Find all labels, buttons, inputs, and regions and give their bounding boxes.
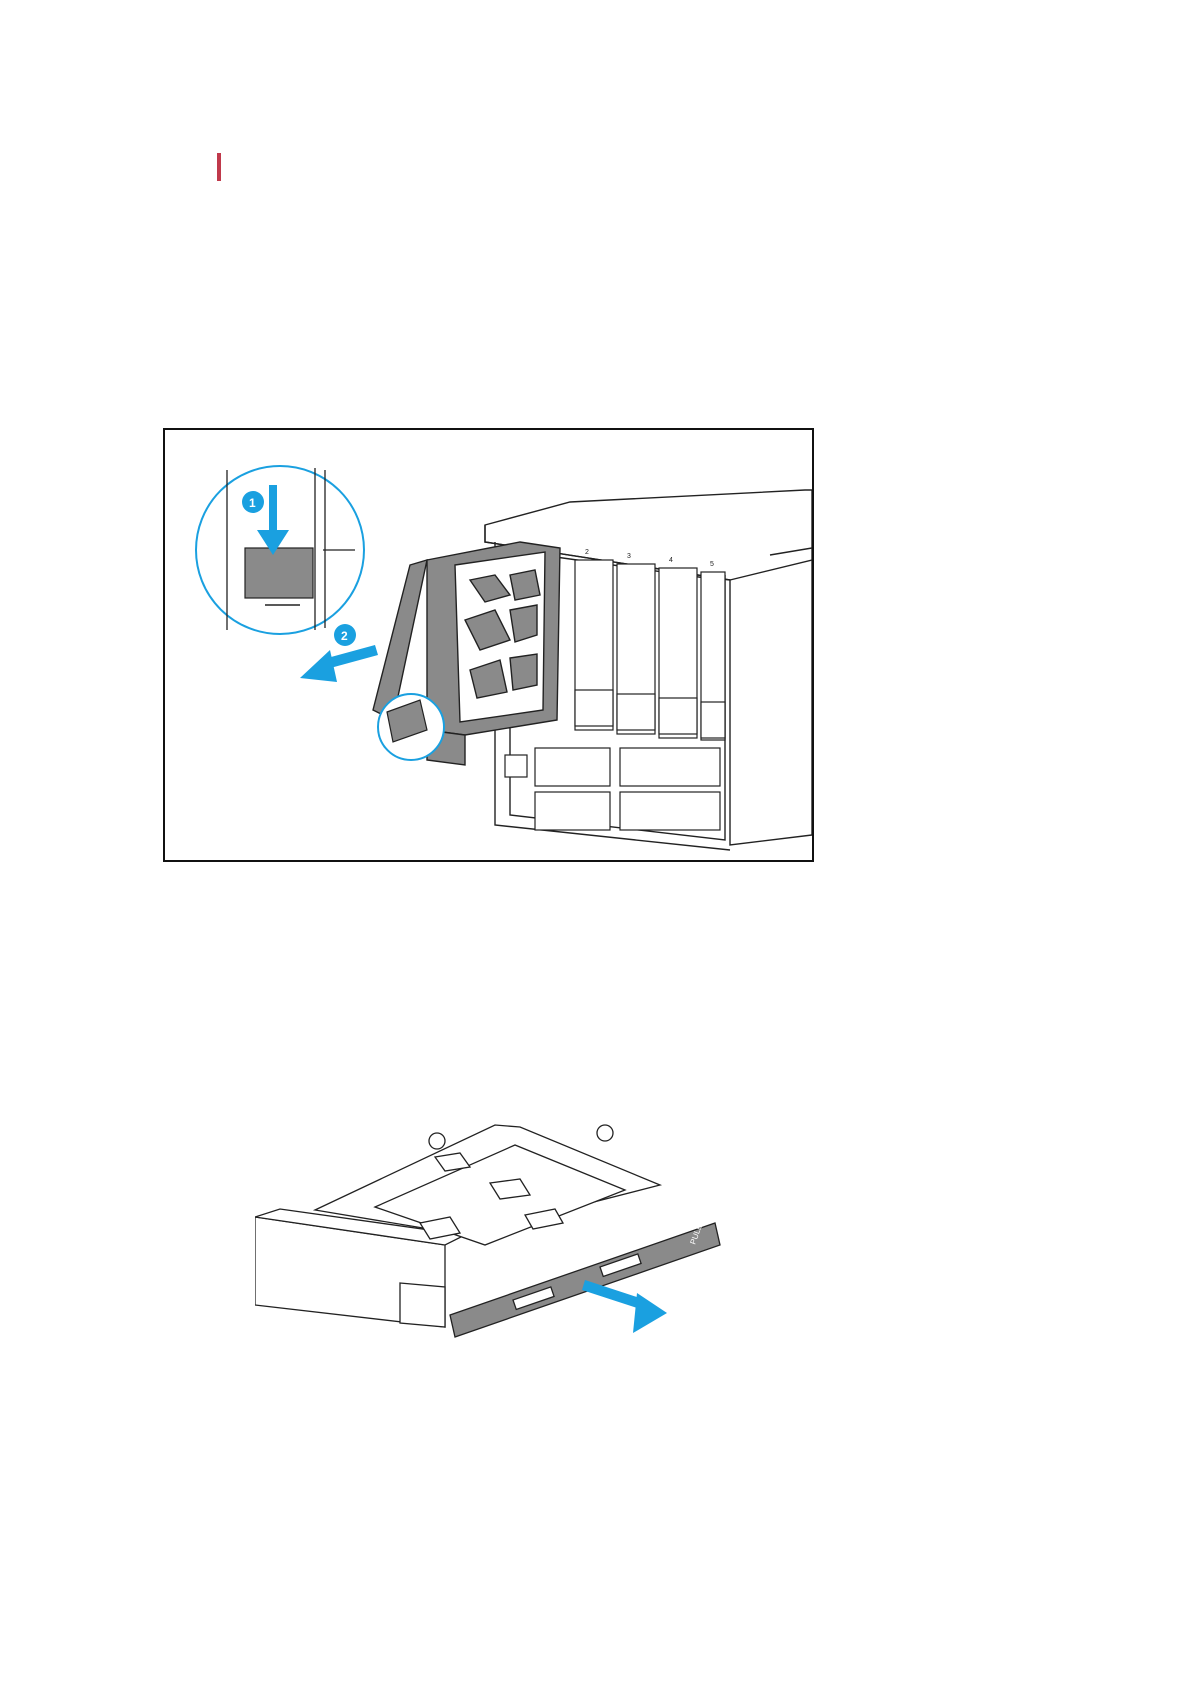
step-number: 1: [249, 496, 256, 510]
step-badge-1: 1: [242, 491, 264, 513]
tray-body: [255, 1125, 660, 1327]
right-arrow-icon: [582, 1280, 667, 1333]
nas-illustration: 1 2 3 4 5: [165, 430, 812, 860]
handle-closeup-circle: [378, 694, 444, 760]
latch-closeup-circle: [196, 466, 364, 634]
bay-number: 4: [669, 557, 673, 564]
section-accent-bar: [217, 153, 221, 181]
bay-number: 3: [627, 553, 631, 560]
bay-number: 2: [585, 549, 589, 556]
figure-remove-drive-tray: 1 2 3 4 5: [163, 428, 814, 862]
left-arrow-icon: [300, 645, 378, 682]
step-badge-2: 2: [334, 624, 356, 646]
bay-number: 5: [710, 561, 714, 568]
figure-remove-tray-rail: PULL: [255, 1105, 775, 1355]
tray-illustration: PULL: [255, 1105, 775, 1355]
step-number: 2: [341, 629, 348, 643]
